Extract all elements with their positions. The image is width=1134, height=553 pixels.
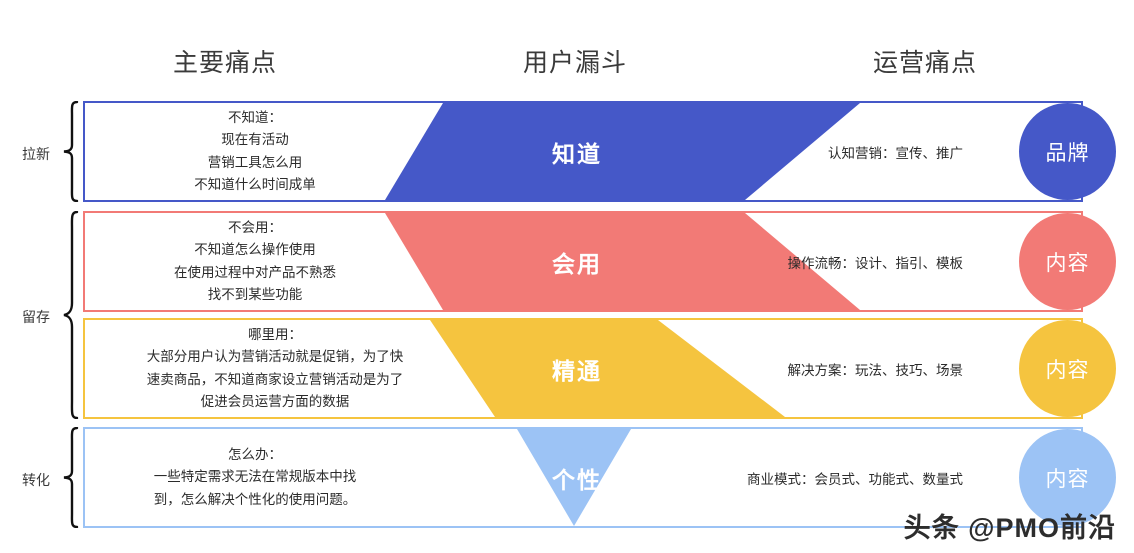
stage-circle-content-use[interactable]: 内容 (1019, 213, 1116, 310)
stage-circle-content-master[interactable]: 内容 (1019, 320, 1116, 417)
funnel-row-know[interactable]: 不知道： 现在有活动 营销工具怎么用 不知道什么时间成单 知道 认知营销：宣传、… (83, 101, 1083, 202)
brace-icon-acquisition (61, 101, 79, 202)
funnel-band-master (430, 320, 1081, 417)
funnel-stage-label-know: 知道 (552, 140, 602, 167)
stage-circle-content-personal[interactable]: 内容 (1019, 429, 1116, 526)
funnel-stage-label-use: 会用 (552, 250, 602, 277)
group-label-retention: 留存 (22, 309, 50, 325)
column-header-funnel: 用户漏斗 (522, 49, 627, 77)
group-label-acquisition: 拉新 (22, 146, 50, 162)
ops-point-text-personal: 商业模式：会员式、功能式、数量式 (747, 471, 963, 487)
group-label-conversion: 转化 (22, 472, 50, 488)
funnel-band-know (385, 103, 1081, 200)
stage-circle-brand[interactable]: 品牌 (1019, 103, 1116, 200)
ops-point-text-know: 认知营销：宣传、推广 (828, 145, 963, 161)
ops-point-text-use: 操作流畅：设计、指引、模板 (787, 255, 964, 271)
brace-icon-retention (61, 211, 79, 419)
watermark-text: 头条 @PMO前沿 (903, 513, 1116, 543)
funnel-stage-label-master: 精通 (552, 357, 602, 384)
ops-point-text-master: 解决方案：玩法、技巧、场景 (787, 362, 964, 378)
brace-icon-conversion (61, 427, 79, 528)
funnel-row-use[interactable]: 不会用： 不知道怎么操作使用 在使用过程中对产品不熟悉 找不到某些功能 会用 操… (83, 211, 1083, 312)
funnel-row-master[interactable]: 哪里用： 大部分用户认为营销活动就是促销，为了快 速卖商品，不知道商家设立营销活… (83, 318, 1083, 419)
funnel-stage-label-personal: 个性 (552, 466, 602, 493)
column-header-operations: 运营痛点 (872, 49, 977, 77)
funnel-band-use (385, 213, 1081, 310)
funnel-band-personal (517, 429, 631, 526)
column-header-pain-points: 主要痛点 (172, 49, 277, 77)
